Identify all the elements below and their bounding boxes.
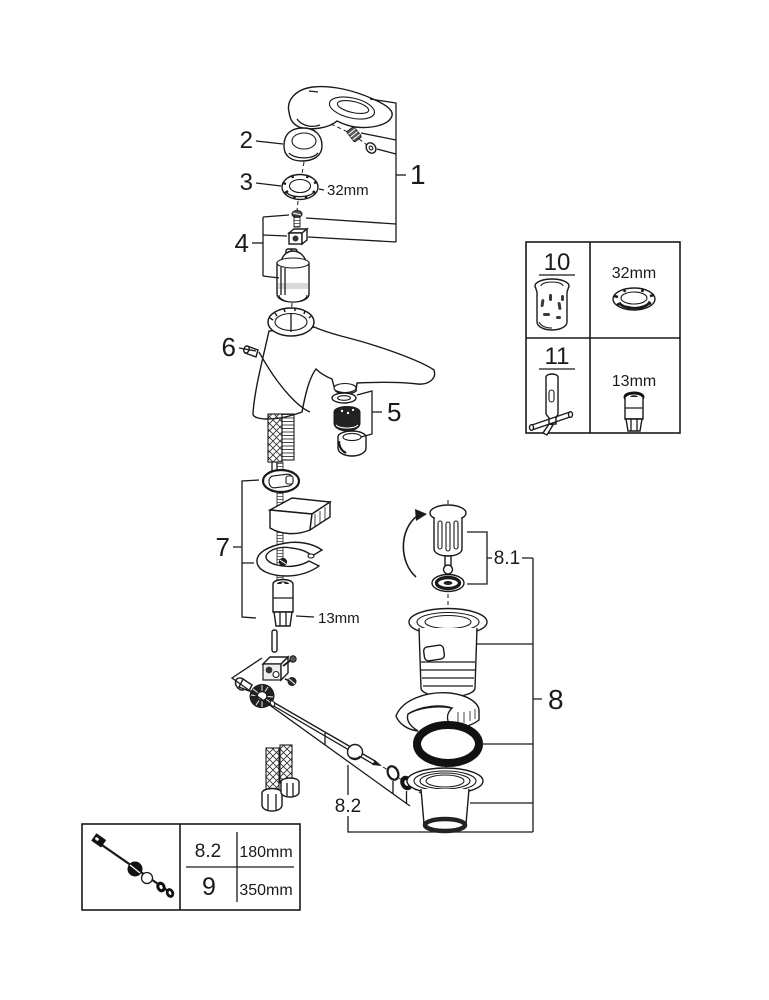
drain-oring [413, 721, 483, 767]
callout-8: 8 [548, 684, 564, 715]
callout-1-bracket [305, 98, 406, 243]
pull-rod-drawing [234, 629, 426, 797]
callout-4: 4 [235, 228, 249, 258]
pull-rod-icon [91, 833, 175, 898]
callout-7-bracket [233, 479, 260, 619]
t-handle-tool-icon [528, 373, 574, 436]
spec-row2-length: 350mm [239, 882, 292, 899]
callout-7: 7 [216, 532, 230, 562]
spec-row2-id: 9 [202, 873, 216, 901]
tool-32mm-size: 32mm [612, 265, 656, 282]
tool-10-number: 10 [544, 249, 571, 276]
dim-32mm-label: 32mm [327, 182, 369, 199]
socket-13mm-icon [623, 391, 645, 432]
callout-5-bracket [356, 390, 382, 438]
callout-8-2: 8.2 [335, 796, 361, 817]
spout-hose-coil [281, 413, 295, 461]
spec-box: 8.2 180mm 9 350mm [81, 823, 301, 911]
aerator-drawing [331, 392, 367, 457]
handle-grub-screw [346, 126, 362, 143]
spec-row1-length: 180mm [239, 844, 292, 861]
lever-handle-drawing [287, 85, 393, 154]
callout-4-bracket [252, 214, 290, 279]
callout-6: 6 [222, 332, 236, 362]
callout-2: 2 [240, 127, 253, 154]
tool-11-number: 11 [545, 343, 570, 370]
cartridge-group-drawing [276, 210, 310, 319]
handle-screw-washer [365, 142, 377, 154]
fastening-set-drawing [256, 468, 333, 627]
tool-13mm-size: 13mm [612, 373, 656, 390]
callout-8-1: 8.1 [494, 548, 520, 569]
callout-5: 5 [387, 397, 401, 427]
dim-13mm-label: 13mm [318, 610, 360, 627]
ring-32mm-icon [612, 287, 656, 311]
tools-box: 10 32mm [525, 241, 681, 436]
mounting-ring-drawing [281, 173, 319, 212]
cartridge-tool-icon [534, 278, 570, 331]
callout-8-1-bracket [467, 531, 533, 585]
drain-set-drawing [395, 607, 488, 834]
callout-8-2-bracket [230, 657, 533, 833]
handle-cap-drawing [283, 127, 323, 175]
callout-3: 3 [240, 169, 253, 196]
supply-hoses-drawing [261, 744, 300, 812]
callout-8-bracket [470, 558, 542, 832]
supply-hose-upper [267, 413, 283, 463]
drain-plug-drawing [402, 500, 467, 607]
callout-1: 1 [410, 159, 426, 190]
spec-row1-id: 8.2 [195, 841, 221, 862]
